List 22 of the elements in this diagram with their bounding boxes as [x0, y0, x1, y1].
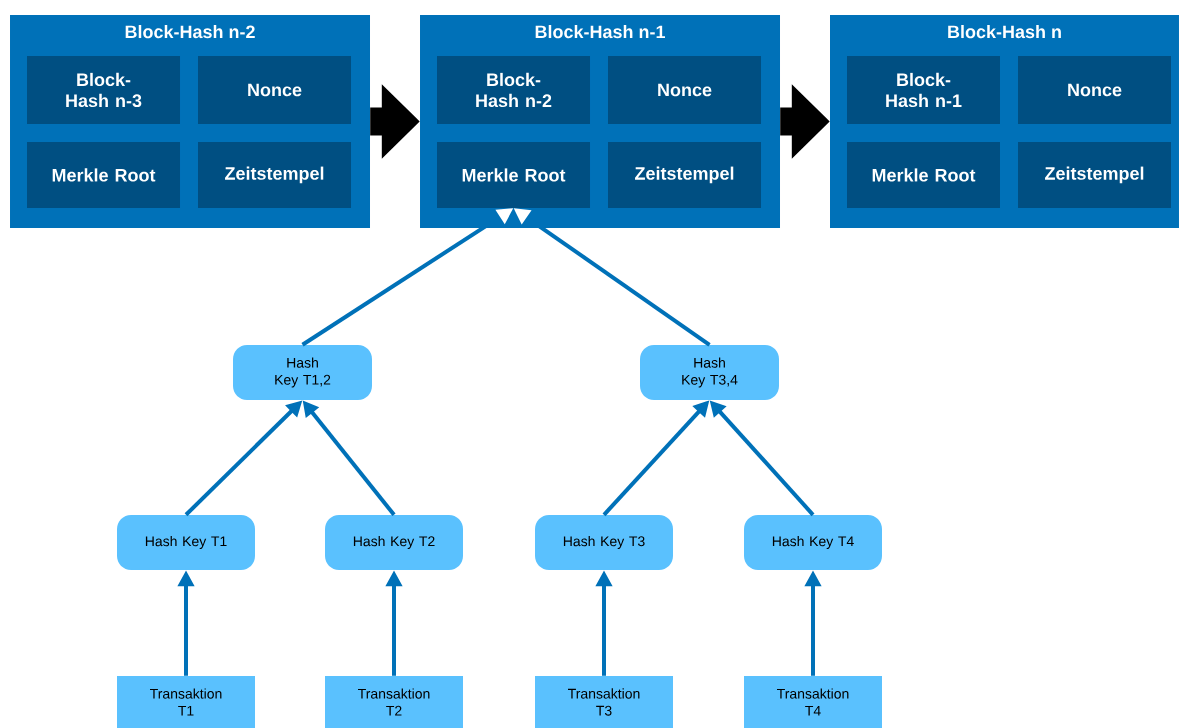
block-field: Merkle Root	[437, 142, 590, 208]
block-field: Merkle Root	[847, 142, 1000, 208]
block-field: Merkle Root	[27, 142, 180, 208]
hash-key-box: Hash Key T1	[117, 515, 255, 570]
hash-key-box: Hash Key T3,4	[640, 345, 779, 400]
transaction-box: Transaktion T3	[535, 676, 673, 728]
hash-key-box: Hash Key T2	[325, 515, 463, 570]
hash-key-box: Hash Key T3	[535, 515, 673, 570]
hash-key-box: Hash Key T4	[744, 515, 882, 570]
block-field: Block-Hash n-1	[847, 56, 1000, 124]
transaction-box: Transaktion T4	[744, 676, 882, 728]
hash-key-box: Hash Key T1,2	[233, 345, 372, 400]
block-field: Block-Hash n-3	[27, 56, 180, 124]
transaction-box: Transaktion T2	[325, 676, 463, 728]
block-field: Nonce	[1018, 56, 1171, 124]
block-field: Zeitstempel	[1018, 142, 1171, 208]
block-field: Zeitstempel	[198, 142, 351, 208]
block-field: Nonce	[198, 56, 351, 124]
block-field: Zeitstempel	[608, 142, 761, 208]
block-field: Block-Hash n-2	[437, 56, 590, 124]
block-field: Nonce	[608, 56, 761, 124]
transaction-box: Transaktion T1	[117, 676, 255, 728]
